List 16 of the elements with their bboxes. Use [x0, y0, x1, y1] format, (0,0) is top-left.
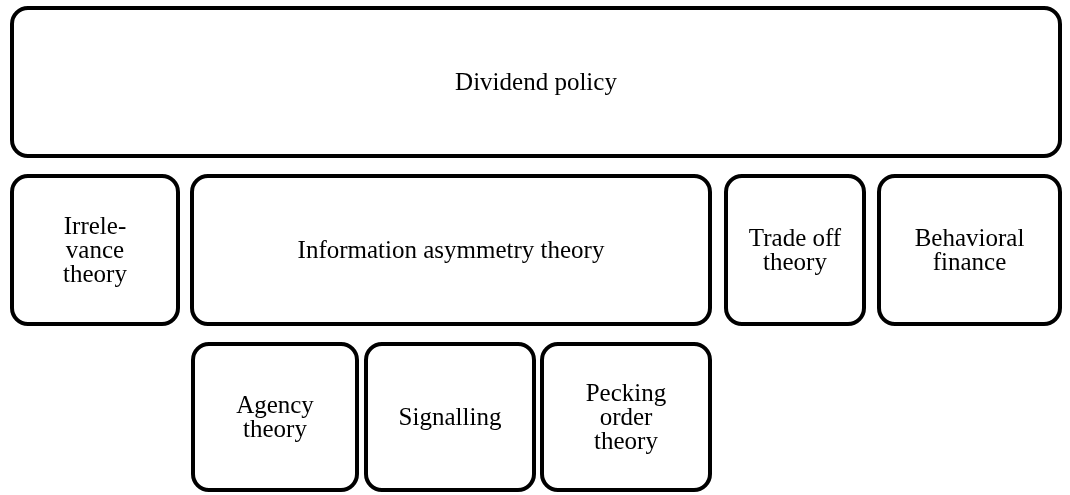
- box-label: Information asymmetry theory: [297, 238, 605, 262]
- rounded-box: [10, 174, 180, 326]
- rounded-box: [10, 6, 1062, 158]
- box-label: Signalling: [398, 405, 502, 429]
- rounded-box: [190, 174, 712, 326]
- rounded-box: [540, 342, 712, 492]
- box-label: Trade off theory: [747, 226, 843, 274]
- box-label: Behavioral finance: [913, 226, 1026, 274]
- rounded-box: [877, 174, 1062, 326]
- box-label: Pecking order theory: [584, 381, 668, 453]
- box-label: Irrele- vance theory: [62, 214, 128, 286]
- rounded-box: [724, 174, 866, 326]
- rounded-box: [191, 342, 359, 492]
- box-label: Dividend policy: [455, 70, 617, 94]
- box-label: Agency theory: [235, 393, 315, 441]
- rounded-box: [364, 342, 536, 492]
